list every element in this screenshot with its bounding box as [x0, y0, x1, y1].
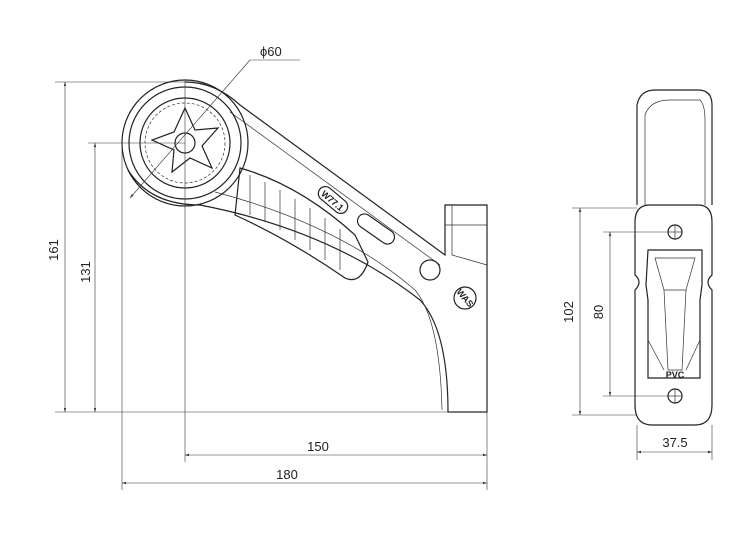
svg-text:131: 131	[78, 261, 93, 283]
mounting-plate	[634, 204, 713, 426]
svg-text:80: 80	[591, 305, 606, 319]
svg-text:161: 161	[46, 239, 61, 261]
arm-outline	[127, 81, 488, 413]
grip-ribs	[234, 167, 369, 281]
svg-text:180: 180	[276, 467, 298, 482]
dimension-hole-spacing: 80	[591, 231, 668, 397]
slot	[356, 213, 396, 245]
dimension-plate-width: 37.5	[636, 425, 713, 460]
model-marking: W77.1	[317, 185, 349, 215]
svg-text:150: 150	[307, 439, 329, 454]
svg-text:PVC: PVC	[666, 370, 685, 380]
side-view: W77.1 WAS	[121, 79, 488, 413]
dimension-center-height: 131	[78, 142, 185, 412]
svg-text:102: 102	[561, 301, 576, 323]
brand-logo: WAS	[453, 286, 477, 310]
mounting-hole	[419, 259, 441, 281]
dimension-total-height: 161	[46, 81, 487, 413]
svg-text:ϕ60: ϕ60	[260, 44, 282, 59]
star-lens-icon	[150, 106, 220, 174]
dimension-total-length: 180	[121, 143, 487, 490]
dimension-diameter: ϕ60	[129, 44, 300, 199]
svg-text:37.5: 37.5	[662, 435, 687, 450]
dimension-center-to-base: 150	[184, 80, 488, 490]
dimension-plate-height: 102	[561, 207, 637, 416]
front-view: PVC	[634, 89, 713, 426]
